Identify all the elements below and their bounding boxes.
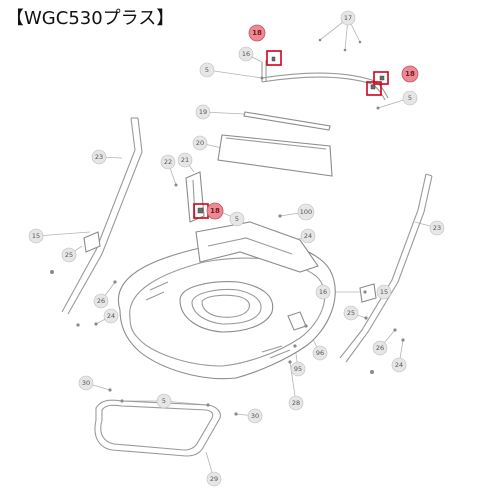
svg-text:25: 25 (65, 251, 73, 259)
highlight-box (266, 50, 282, 66)
callout-16: 16 (238, 46, 254, 62)
svg-text:30: 30 (82, 379, 90, 387)
callout-5: 5 (156, 393, 172, 409)
callout-96: 96 (312, 345, 328, 361)
callout-24: 24 (103, 308, 119, 324)
svg-text:5: 5 (235, 215, 239, 223)
svg-text:20: 20 (196, 139, 204, 147)
svg-text:18: 18 (252, 29, 262, 37)
right-handle-frame (339, 173, 433, 374)
left-handle-frame (50, 117, 143, 327)
svg-text:5: 5 (408, 94, 412, 102)
svg-text:16: 16 (242, 50, 250, 58)
callout-15: 15 (28, 228, 44, 244)
callout-18-highlight: 18 (206, 202, 224, 220)
callout-19: 19 (195, 104, 211, 120)
callout-16: 16 (315, 284, 331, 300)
callout-5: 5 (402, 90, 418, 106)
callouts: 18 18 18 17 16 5 5 19 20 21 22 5 100 24 … (28, 10, 445, 487)
callout-23: 23 (429, 220, 445, 236)
lower-bail-handle (94, 388, 238, 457)
svg-text:24: 24 (304, 232, 312, 240)
svg-text:30: 30 (251, 412, 259, 420)
bolt-icon (197, 207, 204, 214)
bolt-icon (370, 84, 376, 90)
svg-text:5: 5 (205, 66, 209, 74)
svg-text:17: 17 (344, 14, 352, 22)
callout-18-highlight: 18 (248, 24, 266, 42)
svg-text:23: 23 (433, 224, 441, 232)
callout-24: 24 (300, 228, 316, 244)
svg-text:24: 24 (395, 361, 403, 369)
highlight-boxes (193, 50, 389, 219)
callout-24: 24 (391, 357, 407, 373)
callout-15: 15 (376, 284, 392, 300)
highlight-box (366, 81, 382, 96)
svg-text:95: 95 (294, 365, 302, 373)
callout-26: 26 (372, 340, 388, 356)
svg-text:26: 26 (376, 344, 384, 352)
upper-handle-assembly (260, 38, 389, 110)
callout-18-highlight: 18 (401, 65, 419, 83)
svg-text:5: 5 (162, 397, 166, 405)
bolt-icon (271, 56, 276, 62)
callout-17: 17 (340, 10, 356, 26)
crossbar-and-plate (217, 111, 333, 177)
callout-25: 25 (343, 305, 359, 321)
callout-5: 5 (229, 211, 245, 227)
callout-22: 22 (160, 154, 176, 170)
svg-text:29: 29 (210, 475, 218, 483)
svg-text:15: 15 (380, 288, 388, 296)
svg-text:100: 100 (300, 208, 312, 216)
svg-text:15: 15 (32, 232, 40, 240)
svg-text:25: 25 (347, 309, 355, 317)
callout-21: 21 (177, 152, 193, 168)
callout-23: 23 (91, 149, 107, 165)
callout-20: 20 (192, 135, 208, 151)
svg-text:16: 16 (319, 288, 327, 296)
callout-26: 26 (93, 293, 109, 309)
svg-text:18: 18 (210, 207, 220, 215)
svg-text:26: 26 (97, 297, 105, 305)
svg-text:96: 96 (316, 349, 324, 357)
callout-29: 29 (206, 471, 222, 487)
svg-text:24: 24 (107, 312, 115, 320)
callout-95: 95 (290, 361, 306, 377)
svg-text:19: 19 (199, 108, 207, 116)
callout-100: 100 (297, 203, 315, 221)
mower-deck (117, 221, 336, 380)
callout-25: 25 (61, 247, 77, 263)
callout-30: 30 (78, 375, 94, 391)
svg-text:23: 23 (95, 153, 103, 161)
bolt-icon (379, 75, 385, 81)
svg-text:21: 21 (181, 156, 189, 164)
svg-text:28: 28 (292, 399, 300, 407)
page-title: 【WGC530プラス】 (6, 8, 175, 29)
svg-text:18: 18 (405, 70, 415, 78)
callout-5: 5 (199, 62, 215, 78)
callout-30: 30 (247, 408, 263, 424)
svg-text:22: 22 (164, 158, 172, 166)
callout-28: 28 (288, 395, 304, 411)
